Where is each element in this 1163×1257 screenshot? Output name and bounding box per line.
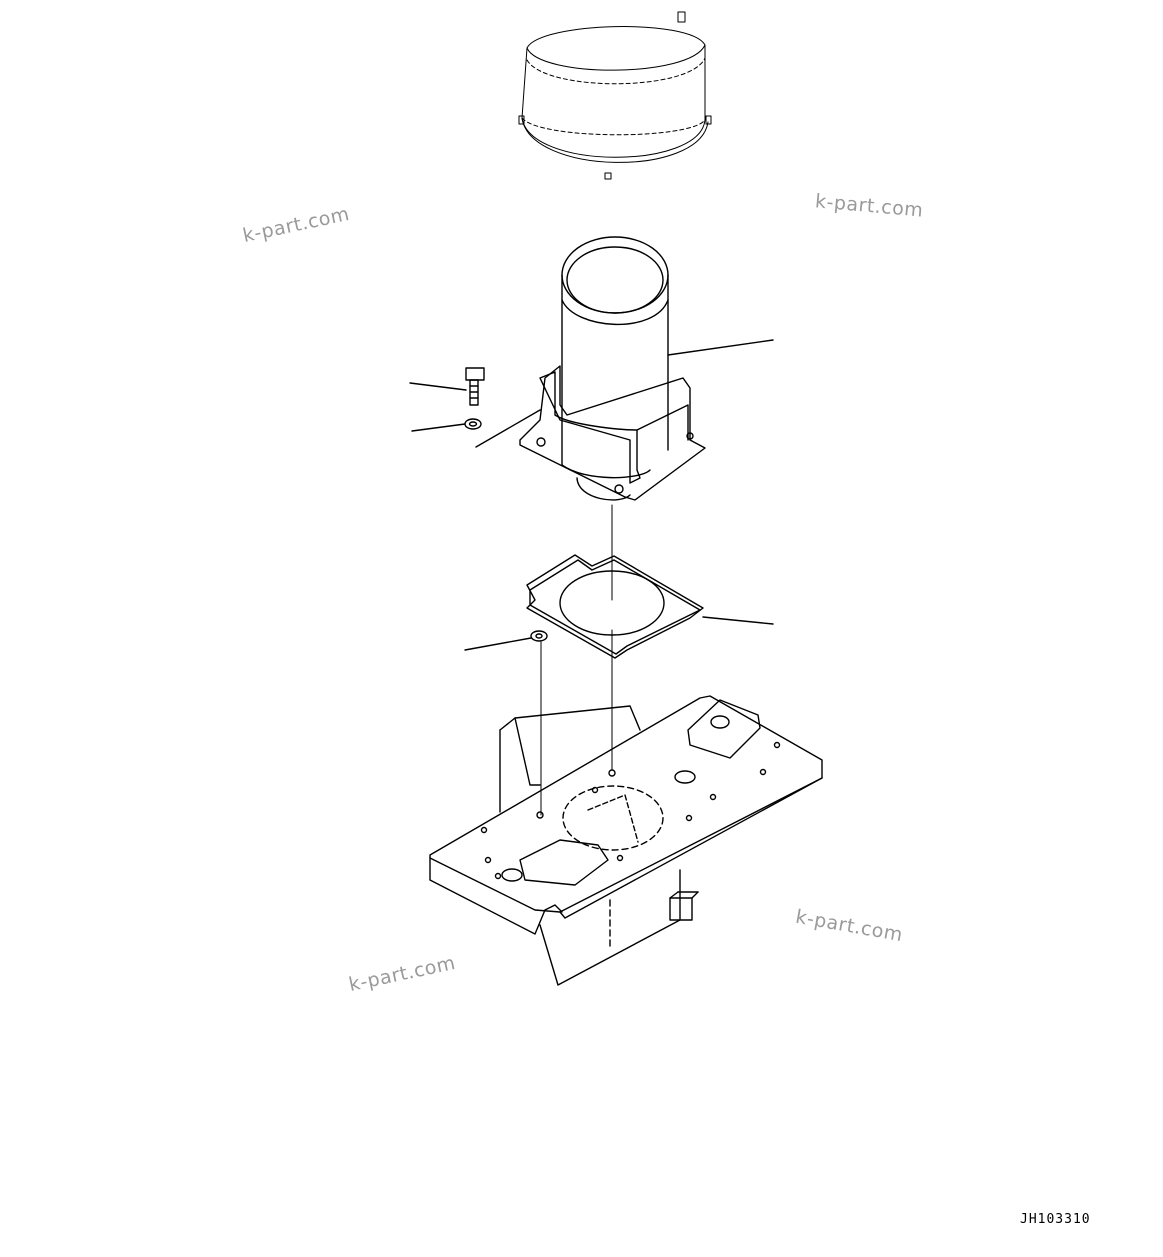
bolt bbox=[410, 368, 484, 405]
cover-cap bbox=[519, 12, 711, 179]
nut bbox=[465, 631, 547, 650]
gasket bbox=[527, 555, 773, 658]
cylinder-unit bbox=[476, 237, 773, 500]
center-line bbox=[541, 505, 612, 815]
washer bbox=[412, 419, 481, 431]
drawing-code: JH103310 bbox=[1020, 1212, 1091, 1227]
base-frame bbox=[430, 696, 822, 985]
